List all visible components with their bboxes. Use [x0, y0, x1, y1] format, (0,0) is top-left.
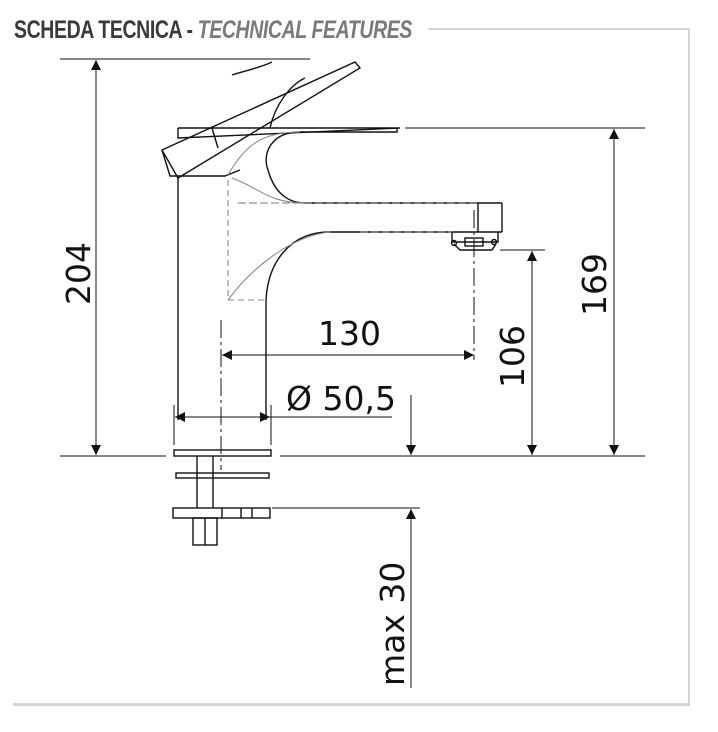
- frame-top-border: [428, 28, 690, 30]
- title-subtitle: TECHNICAL FEATURES: [197, 16, 413, 44]
- frame-bottom-border: [13, 703, 690, 706]
- dim-label-204: 204: [59, 242, 98, 305]
- dim-label-106: 106: [493, 325, 532, 388]
- title-main: SCHEDA TECNICA: [14, 16, 182, 44]
- center-lines: [220, 210, 475, 470]
- dim-label-diameter: Ø 50,5: [286, 379, 396, 418]
- dim-label-max30: max 30: [373, 562, 412, 686]
- title-separator: -: [181, 16, 198, 44]
- page-title: SCHEDA TECNICA - TECHNICAL FEATURES: [14, 14, 412, 46]
- extension-lines: [60, 58, 645, 509]
- dimension-lines: [91, 60, 619, 688]
- frame-right-border: [688, 28, 690, 706]
- hidden-lines: [227, 131, 478, 301]
- dim-label-169: 169: [575, 253, 614, 316]
- faucet-body: [161, 61, 503, 546]
- dim-label-130: 130: [318, 314, 381, 353]
